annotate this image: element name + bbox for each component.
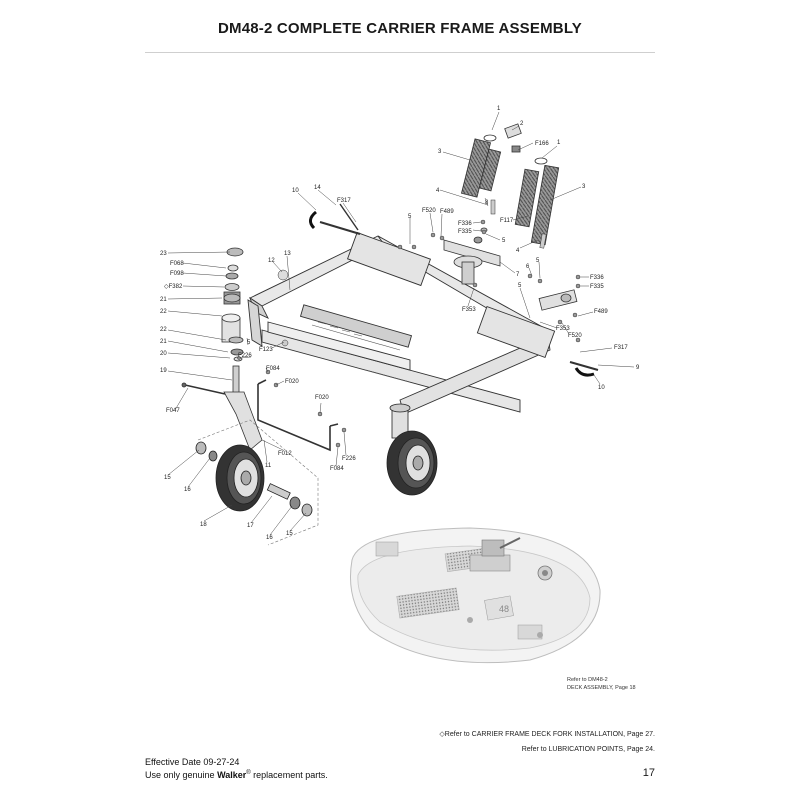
callout-label: F020 [285,379,299,385]
callout-label: 5 [408,214,412,220]
footer: Effective Date 09-27-24 Use only genuine… [145,757,328,781]
callout-label: 22 [160,327,167,333]
callout-label: F317 [337,198,351,204]
callout-label: 11 [265,463,272,469]
callout-label: 21 [160,297,167,303]
callout-label: 7 [516,272,520,278]
callout-label: 22 [160,309,167,315]
callout-label: F226 [342,456,356,462]
right-caster [386,403,438,496]
callout-label: 19 [160,368,167,374]
callout-label: 13 [284,251,291,257]
callout-label: F336 [458,221,472,227]
callout-label: 10 [292,188,299,194]
callout-label: 8 [485,200,489,206]
lift-arm [443,227,578,311]
callout-label: 15 [286,531,293,537]
hardware [237,199,581,448]
callout-label: 12 [268,258,275,264]
callout-label: F335 [458,229,472,235]
note-lubrication: Refer to LUBRICATION POINTS, Page 24. [521,746,655,753]
callout-label: 5 [518,283,522,289]
footer-prefix: Use only genuine [145,770,218,780]
callout-label: F335 [590,284,604,290]
callout-label: 5 [247,340,251,346]
left-fork [181,365,263,451]
callout-label: F226 [238,353,252,359]
callout-label: F012 [278,451,292,457]
callout-label: 6 [526,264,530,270]
springs [460,123,560,246]
footer-suffix: replacement parts. [250,770,328,780]
callout-label: F520 [422,208,436,214]
leader-lines [167,111,635,536]
callout-label: F084 [330,466,344,472]
callout-label: 16 [184,487,191,493]
callout-label: 9 [636,365,640,371]
callout-label: 5 [536,258,540,264]
callout-label: 1 [557,140,561,146]
callout-label: 21 [160,339,167,345]
callout-label: F317 [614,345,628,351]
callout-label: ◇F382 [164,284,183,290]
footer-registered-mark: ® [246,770,251,776]
callout-label: 3 [582,184,586,190]
effective-date: Effective Date 09-27-24 [145,757,240,767]
deck-reference: Refer to DM48-2 DECK ASSEMBLY, Page 18 [567,676,636,692]
callout-label: F489 [440,209,454,215]
callout-label: F098 [170,271,184,277]
callout-label: F353 [462,307,476,313]
note-fork-installation: ◇Refer to CARRIER FRAME DECK FORK INSTAL… [439,731,655,738]
callout-label: F123 [259,347,273,353]
callout-label: F020 [315,395,329,401]
callout-label: 18 [200,522,207,528]
callout-label: 2 [520,121,524,127]
deck-reference-line1: Refer to DM48-2 [567,677,608,683]
callout-labels: 1 2 F166 1 3 3 10 14 F317 4 8 F336 F335 … [160,106,640,541]
callout-label: 14 [314,185,321,191]
callout-label: 1 [497,106,501,112]
callout-label: F353 [556,326,570,332]
callout-label: 4 [436,188,440,194]
deck-badge: 48 [499,604,509,614]
callout-label: 3 [438,149,442,155]
callout-label: F117 [500,218,514,224]
callout-label: 4 [516,248,520,254]
page-number: 17 [642,767,655,779]
callout-label: 5 [502,238,506,244]
left-wheel [195,441,313,517]
callout-label: F166 [535,141,549,147]
title-divider [145,52,655,53]
callout-label: F047 [166,408,180,414]
mower-deck [349,527,601,664]
carrier-frame [247,231,556,415]
frame-slots [311,321,411,383]
callout-label: 23 [160,251,167,257]
callout-label: F068 [170,261,184,267]
callout-label: 15 [164,475,171,481]
left-pivot-stack [221,247,244,362]
callout-label: F336 [590,275,604,281]
deck-reference-line2: DECK ASSEMBLY, Page 18 [567,685,636,691]
page-title: DM48-2 COMPLETE CARRIER FRAME ASSEMBLY [217,20,583,37]
callout-label: F084 [266,366,280,372]
callout-label: F520 [568,333,582,339]
callout-label: 20 [160,351,167,357]
callout-label: F489 [594,309,608,315]
bail-wire [257,379,339,452]
callout-label: 10 [598,385,605,391]
footer-brand: Walker [217,770,247,780]
callout-label: 17 [247,523,254,529]
handles [309,203,599,377]
footer-parts-note: Use only genuine Walker® replacement par… [145,768,328,781]
dash-box [197,419,319,546]
callout-label: 16 [266,535,273,541]
